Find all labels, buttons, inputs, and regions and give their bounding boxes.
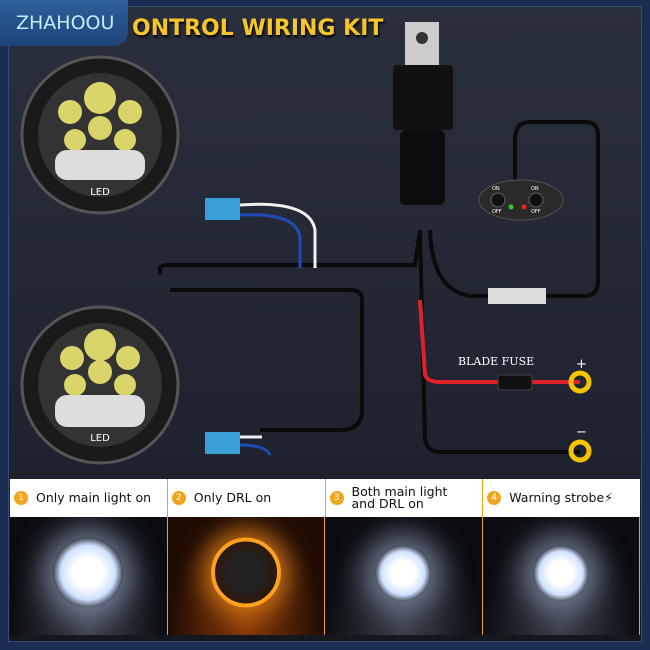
lamp-badge: LED	[90, 187, 110, 198]
photo-strobe	[482, 517, 640, 635]
switch-right-off: OFF	[531, 209, 541, 215]
red-wire	[418, 299, 500, 384]
switch-right-on: ON	[531, 186, 539, 192]
positive-terminal	[568, 370, 592, 394]
lamp-top: LED	[20, 55, 180, 215]
photo-main-light	[10, 517, 168, 635]
positive-label: +	[576, 357, 587, 372]
mode-labels: 1 Only main light on 2 Only DRL on 3 Both m…	[10, 479, 640, 517]
mode-number: 2	[171, 491, 186, 505]
wiring-diagram: LED LED ON OFF ON OFF BLADE FUSE + −	[20, 22, 600, 465]
photo-drl	[167, 517, 325, 635]
mode-2: 2 Only DRL on	[168, 479, 326, 517]
negative-label: −	[576, 425, 587, 440]
fuse-label: BLADE FUSE	[458, 355, 534, 368]
mode-1: 1 Only main light on	[10, 479, 168, 517]
mode-photos	[10, 517, 640, 635]
mode-number: 4	[487, 491, 502, 505]
mode-number: 1	[14, 491, 28, 505]
mode-number: 3	[329, 491, 344, 505]
fuse-holder	[497, 374, 533, 391]
photo-both	[325, 517, 483, 635]
lamp-bottom: LED	[20, 305, 180, 465]
mode-3: 3 Both main light and DRL on	[326, 479, 484, 517]
mode-4: 4 Warning strobe⚡	[483, 479, 640, 517]
connectors	[205, 198, 546, 454]
brand-logo: ZHAHOOU	[0, 0, 128, 46]
mode-label: Warning strobe⚡	[509, 490, 613, 505]
negative-terminal	[568, 439, 592, 463]
switch-left-off: OFF	[492, 209, 502, 215]
relay	[393, 22, 453, 205]
page-title: ONTROL WIRING KIT	[132, 16, 384, 41]
wires	[158, 120, 600, 454]
mode-label: Only main light on	[36, 490, 152, 505]
mode-label: Only DRL on	[193, 490, 272, 505]
lamp-badge: LED	[90, 433, 110, 444]
switch-panel: ON OFF ON OFF	[478, 179, 564, 221]
mode-label: Both main light and DRL on	[351, 484, 448, 511]
switch-left-on: ON	[492, 186, 500, 192]
